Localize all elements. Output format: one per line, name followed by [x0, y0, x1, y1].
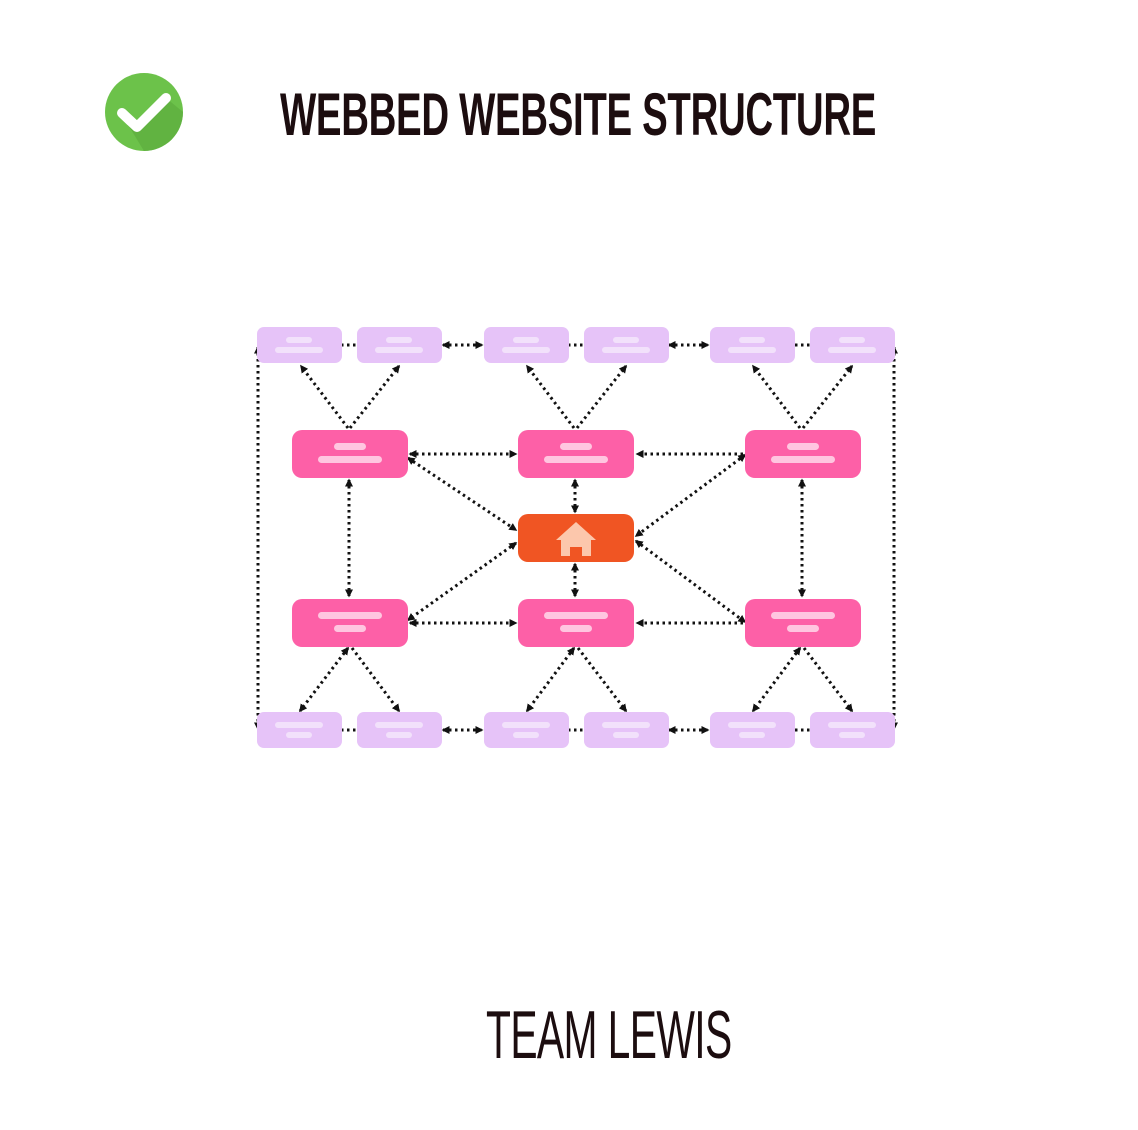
- sub-page-row-bottom: [257, 712, 895, 748]
- brand-logo: TEAM LEWIS: [486, 997, 732, 1073]
- sub-page-node: [710, 712, 795, 748]
- sub-page-node: [584, 712, 669, 748]
- connector-cat-bc-sub-3: [525, 646, 576, 713]
- sub-page-node: [484, 327, 569, 363]
- category-page-node: [745, 599, 861, 647]
- category-page-node: [518, 430, 634, 478]
- connector-cat-br-sub-6: [802, 647, 854, 713]
- checkmark-circle-icon: [105, 73, 183, 151]
- connector-cat-bl-sub-2: [350, 647, 401, 713]
- sub-page-row-top: [257, 327, 895, 363]
- connector-cat-tl-sub-2: [348, 364, 401, 429]
- connector-cat-tc-sub-3: [525, 364, 576, 429]
- home-icon: [556, 522, 596, 556]
- sub-page-node: [484, 712, 569, 748]
- connector-cat-tr-sub-6: [801, 364, 854, 429]
- category-page-nodes: [292, 430, 861, 647]
- sub-page-node: [710, 327, 795, 363]
- category-page-node: [745, 430, 861, 478]
- homepage-node: [518, 514, 634, 562]
- connector-home-tl: [406, 456, 518, 532]
- sub-page-node: [257, 712, 342, 748]
- sub-page-node: [357, 327, 442, 363]
- connector-lines: [254, 341, 898, 734]
- connector-cat-tr-sub-5: [751, 364, 802, 429]
- connector-home-br: [634, 539, 747, 624]
- connector-home-bl: [406, 541, 518, 622]
- connector-cat-tc-sub-4: [575, 364, 628, 429]
- connector-cat-br-sub-5: [751, 646, 802, 713]
- connector-home-tr: [634, 453, 747, 538]
- connector-cat-tl-sub-1: [299, 364, 350, 429]
- sub-page-node: [357, 712, 442, 748]
- sub-page-node: [810, 327, 895, 363]
- connector-cat-bc-sub-4: [576, 647, 628, 713]
- category-page-node: [292, 430, 408, 478]
- category-page-node: [518, 599, 634, 647]
- sub-page-node: [584, 327, 669, 363]
- sub-page-node: [257, 327, 342, 363]
- sub-page-node: [810, 712, 895, 748]
- connector-cat-bl-sub-1: [298, 646, 350, 713]
- category-page-node: [292, 599, 408, 647]
